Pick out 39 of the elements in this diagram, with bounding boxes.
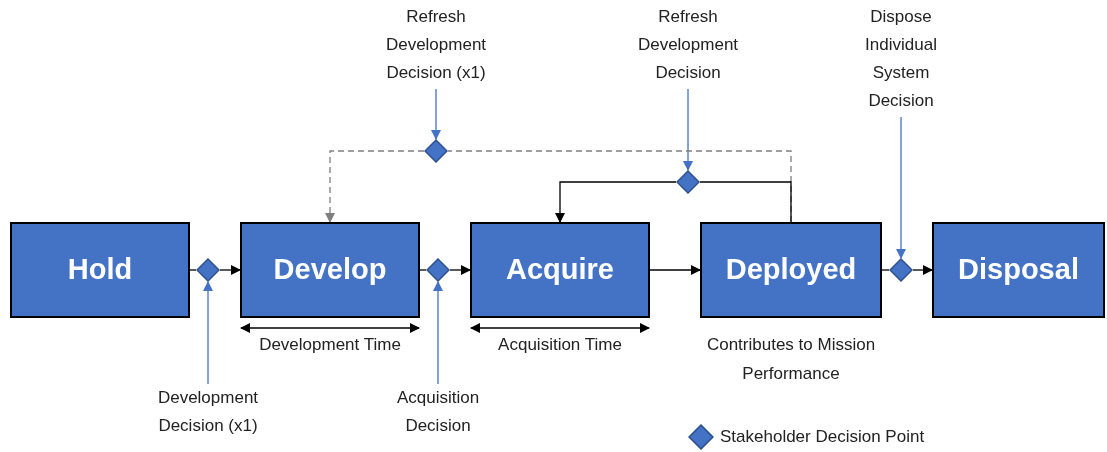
connector-line — [699, 181, 792, 223]
process-box — [700, 222, 882, 318]
process-box — [470, 222, 650, 318]
node-caption: Development Time — [258, 334, 402, 356]
annotation-text: Refresh Development Decision — [628, 3, 748, 89]
process-box — [932, 222, 1105, 318]
arrow — [649, 265, 701, 275]
box-title: Develop — [273, 252, 387, 288]
box-title: Deployed — [725, 252, 857, 288]
decision-diamond — [889, 258, 913, 282]
annotation-text: Refresh Development Decision (x1) — [376, 3, 496, 89]
arrow — [431, 88, 441, 140]
annotation-text: Acquisition Decision — [383, 384, 493, 442]
arrow — [555, 181, 677, 223]
decision-diamond — [426, 258, 450, 282]
connector-line — [881, 269, 890, 271]
decision-diamond — [424, 139, 448, 163]
arrow — [203, 281, 213, 385]
connector-line — [189, 269, 197, 271]
box-title: Acquire — [506, 252, 614, 288]
box-title: Hold — [67, 252, 133, 288]
box-title: Disposal — [958, 252, 1079, 288]
annotation-text: Dispose Individual System Decision — [851, 3, 951, 117]
arrow — [912, 265, 933, 275]
process-box — [240, 222, 420, 318]
node-caption: Acquisition Time — [497, 334, 623, 356]
arrow — [449, 265, 471, 275]
decision-diamond — [196, 258, 220, 282]
arrow — [896, 116, 906, 259]
legend-text: Stakeholder Decision Point — [720, 426, 925, 449]
connector-line — [419, 269, 427, 271]
arrow — [219, 265, 241, 275]
decision-diamond — [676, 170, 700, 194]
arrow — [683, 88, 693, 171]
node-caption: Contributes to Mission Performance — [705, 334, 877, 385]
arrow — [325, 150, 425, 223]
annotation-text: Development Decision (x1) — [138, 384, 278, 442]
arrow — [433, 281, 443, 385]
process-box — [10, 222, 190, 318]
